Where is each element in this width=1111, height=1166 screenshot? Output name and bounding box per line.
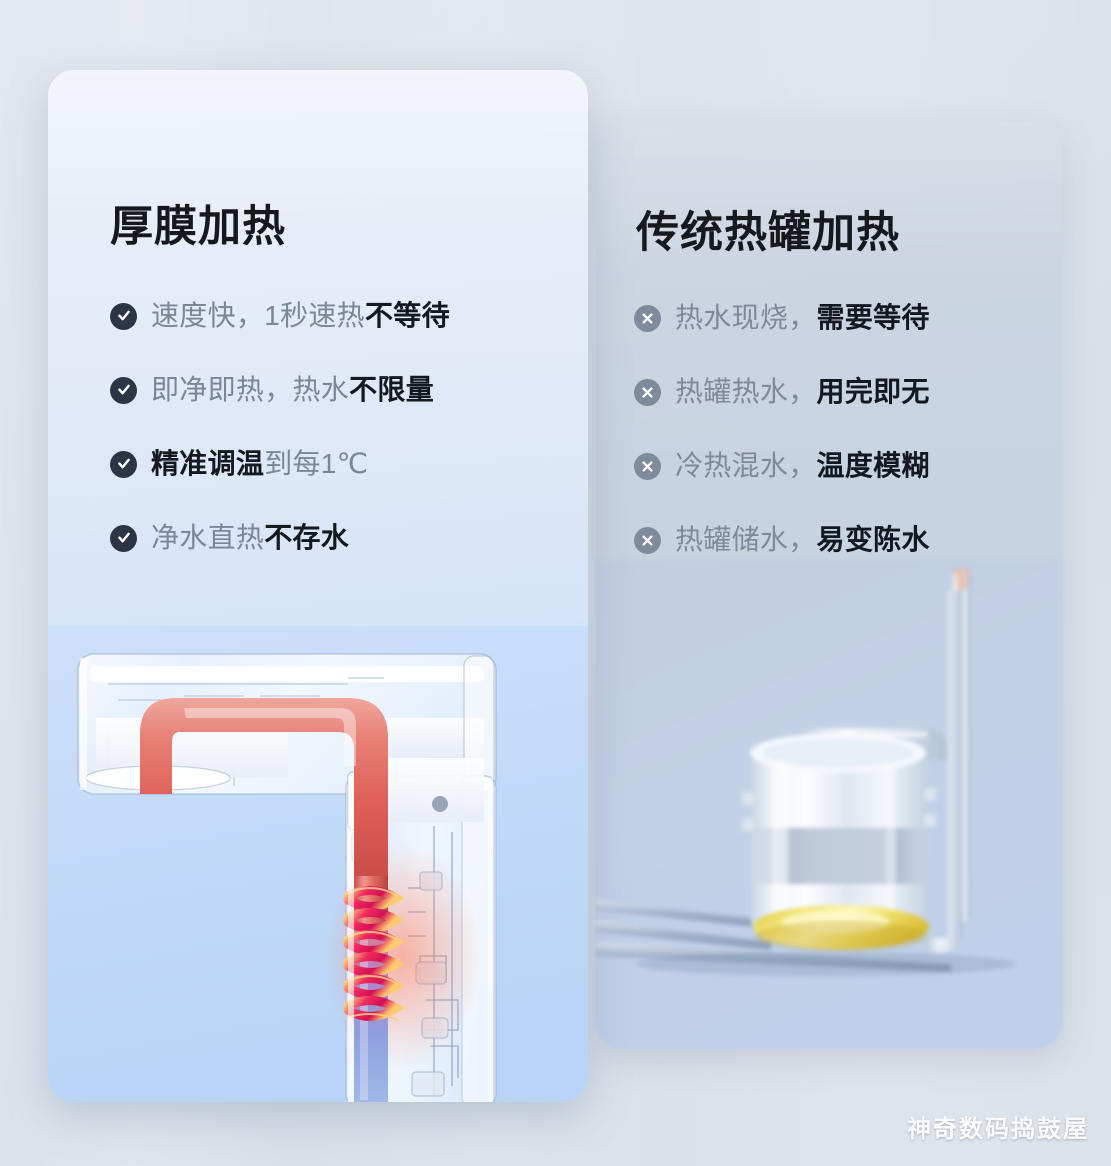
list-item-text: 热罐储水，易变陈水 xyxy=(675,523,930,557)
list-item: 热罐储水，易变陈水 xyxy=(634,522,930,558)
list-item-text: 热罐热水，用完即无 xyxy=(675,375,930,409)
hot-water-tank-svg xyxy=(596,560,1062,1048)
list-item: 精准调温到每1℃ xyxy=(110,446,450,482)
text-normal: 热水现烧， xyxy=(675,302,817,333)
x-circle-icon xyxy=(634,452,661,480)
text-emphasis: 不存水 xyxy=(264,522,350,553)
list-item: 速度快，1秒速热不等待 xyxy=(110,298,450,334)
list-item: 冷热混水，温度模糊 xyxy=(634,448,930,484)
text-emphasis: 用完即无 xyxy=(816,376,930,407)
list-item-text: 热水现烧，需要等待 xyxy=(675,301,930,335)
text-normal: 热罐储水， xyxy=(675,524,817,555)
list-item: 热水现烧，需要等待 xyxy=(634,300,930,336)
text-normal: 净水直热 xyxy=(151,522,265,553)
text-emphasis: 精准调温 xyxy=(151,448,265,479)
hot-water-tank-illustration xyxy=(596,560,1062,1048)
text-normal: 冷热混水， xyxy=(675,450,817,481)
list-item: 热罐热水，用完即无 xyxy=(634,374,930,410)
text-normal: 速度快，1秒速热 xyxy=(151,300,365,331)
list-item-text: 冷热混水，温度模糊 xyxy=(675,449,930,483)
thick-film-card-title: 厚膜加热 xyxy=(110,203,286,251)
text-emphasis: 不限量 xyxy=(349,374,435,405)
text-emphasis: 温度模糊 xyxy=(816,450,930,481)
x-circle-icon xyxy=(634,526,661,554)
list-item-text: 速度快，1秒速热不等待 xyxy=(151,299,450,333)
list-item-text: 精准调温到每1℃ xyxy=(151,447,368,481)
check-circle-icon xyxy=(110,524,137,552)
text-emphasis: 不等待 xyxy=(364,300,450,331)
check-circle-icon xyxy=(110,376,137,404)
x-circle-icon xyxy=(634,304,661,332)
text-normal-2: 到每1℃ xyxy=(264,448,369,479)
list-item: 净水直热不存水 xyxy=(110,520,450,556)
text-emphasis: 易变陈水 xyxy=(816,524,930,555)
text-emphasis: 需要等待 xyxy=(816,302,930,333)
traditional-bullet-list: 热水现烧，需要等待 热罐热水，用完即无 冷热混水，温度模糊 热罐储水，易变陈水 xyxy=(634,300,930,596)
thick-film-bullet-list: 速度快，1秒速热不等待 即净即热，热水不限量 精准调温到每1℃ 净水直热不存水 xyxy=(110,298,450,594)
text-normal: 即净即热，热水 xyxy=(151,374,350,405)
check-circle-icon xyxy=(110,450,137,478)
thick-film-heater-svg xyxy=(48,626,588,1102)
list-item-text: 净水直热不存水 xyxy=(151,521,349,555)
watermark: 神奇数码捣鼓屋 xyxy=(907,1116,1089,1143)
x-circle-icon xyxy=(634,378,661,406)
thick-film-heater-illustration xyxy=(48,626,588,1102)
list-item-text: 即净即热，热水不限量 xyxy=(151,373,434,407)
list-item: 即净即热，热水不限量 xyxy=(110,372,450,408)
check-circle-icon xyxy=(110,302,137,330)
traditional-card-title: 传统热罐加热 xyxy=(636,209,900,257)
text-normal: 热罐热水， xyxy=(675,376,817,407)
